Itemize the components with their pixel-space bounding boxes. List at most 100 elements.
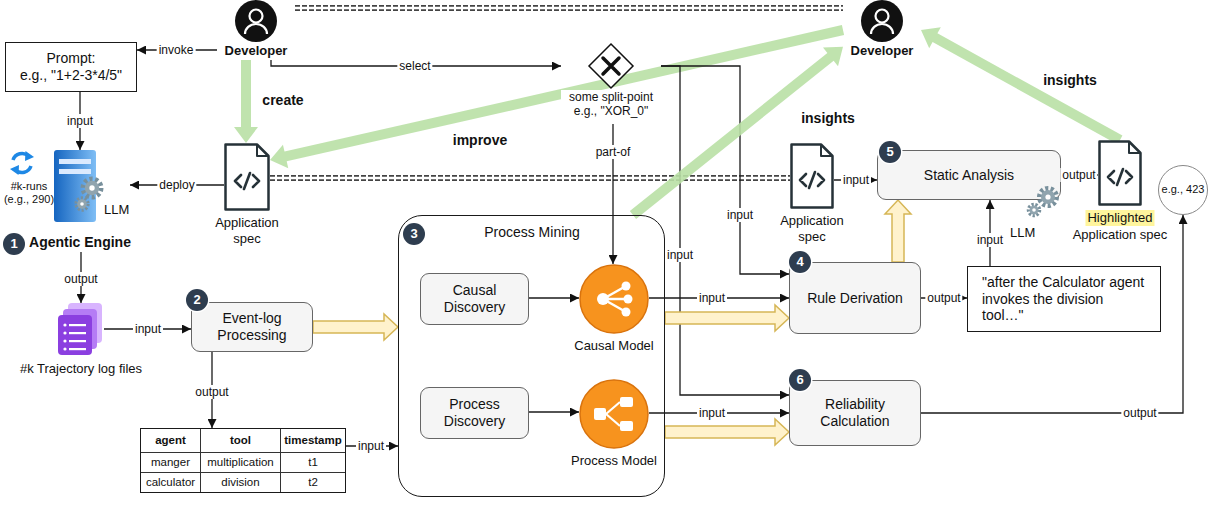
highlighted-spec-file: HighlightedApplication spec [1098,140,1142,206]
icon-path [800,172,824,188]
log-files-icon: #k Trajectory log files [58,303,104,355]
icon-path [589,44,633,88]
file-label: #k Trajectory log files [20,361,142,377]
file-icon [224,143,270,211]
note-label: #k-runs (e.g., 290) [0,180,58,206]
flow-arrow [885,200,911,262]
edge-label: input [133,322,163,336]
edge-label: input [975,233,1005,247]
icon-circle [597,293,609,305]
gear-teeth [1029,205,1040,216]
connector [665,419,789,445]
connector [313,314,398,340]
edge-label: deploy [157,178,196,192]
orb-icon [579,264,649,334]
process-box: Reliability Calculation [789,380,921,446]
connector-group [80,8,1183,446]
connector [921,215,1183,413]
icon-circle [63,339,66,342]
connector [270,178,790,179]
edge-label: insights [1041,73,1099,87]
file-label: Application spec [205,215,289,246]
step-label: Rule Derivation [798,290,912,307]
connector [529,412,579,413]
icon-rect [620,397,633,407]
model-label: Process Model [571,453,657,469]
file-icon [1098,140,1142,206]
icon-circle [77,199,87,209]
edge-label: select [397,59,432,73]
icon-path [1108,169,1132,185]
feedback-arrow [270,25,844,168]
callout-number: 5 [879,141,901,163]
flow-arrow [665,305,789,331]
connector [270,25,844,168]
process-model-icon: Process Model [579,379,649,449]
result-value: e.g., 423 [1162,183,1205,196]
icon-circle [83,179,101,197]
double-rail-gap [295,7,843,10]
step-label: Causal Discovery [429,282,520,316]
arrow-line [921,215,1183,413]
file-label: Highlighted [1085,210,1154,226]
arrow-line [661,66,789,395]
application-spec-file: Application spec [790,143,834,209]
table-cell: tool [201,429,281,453]
step-label: LLM [1010,225,1035,241]
callout-number: 6 [789,369,811,391]
icon-circle [580,380,648,448]
callout-number: 2 [186,289,208,311]
icon-circle [876,10,889,23]
group-title: Process Mining [484,224,580,241]
repeat-icon [10,151,34,175]
table-cell: calculator [141,473,201,492]
icon-circle [80,202,84,206]
gear-hole [1032,208,1036,212]
logs-icon [58,303,104,355]
callout-number: 4 [789,251,811,273]
engine-label: LLM [104,202,129,218]
icon-rect [69,324,86,326]
edge-label: output [1121,406,1158,420]
icon-circle [580,265,648,333]
connector [921,27,1122,144]
icon-rect [58,315,92,355]
icon-path [235,173,259,189]
gear-icon [83,179,101,197]
flow-arrow [665,419,789,445]
icon-rect [69,332,86,334]
icon-path [1100,142,1141,205]
icon-path [226,145,269,210]
icon-path [603,58,619,74]
model-label: Causal Model [574,338,654,354]
icon-rect [69,340,86,342]
connector [630,47,843,219]
icon-path [792,145,833,208]
icon-line [606,414,620,426]
double-rail-gap [270,177,790,180]
note-text: "after the Calculator agent invokes the … [982,274,1146,324]
edge-label: output [193,385,230,399]
icon-path [871,24,893,34]
icon-rect [620,421,633,431]
orb-icon [579,379,649,449]
process-box: Process Discovery [420,387,529,439]
prompt-text: Prompt: [14,50,128,67]
icon-path [821,145,833,157]
file-label: Application spec [770,213,854,244]
process-box: Event-log Processing [191,302,313,352]
edge-label: input [697,406,727,420]
gear-teeth [1040,189,1057,206]
gateway-label: some split-point e.g., "XOR_0" [561,90,661,119]
feedback-arrow [630,47,843,219]
prompt-box: Prompt:e.g., "1+2-3*4/5" [5,42,137,92]
event-log-table: agenttooltimestampmangermultiplicationt1… [140,428,346,493]
prompt-text: e.g., "1+2-3*4/5" [14,67,128,84]
edge-label: output [1060,168,1097,182]
icon-rect [59,159,91,164]
icon-line [606,402,620,414]
connector [234,60,258,143]
edge-label: invoke [157,43,196,57]
icon-circle [622,282,631,291]
